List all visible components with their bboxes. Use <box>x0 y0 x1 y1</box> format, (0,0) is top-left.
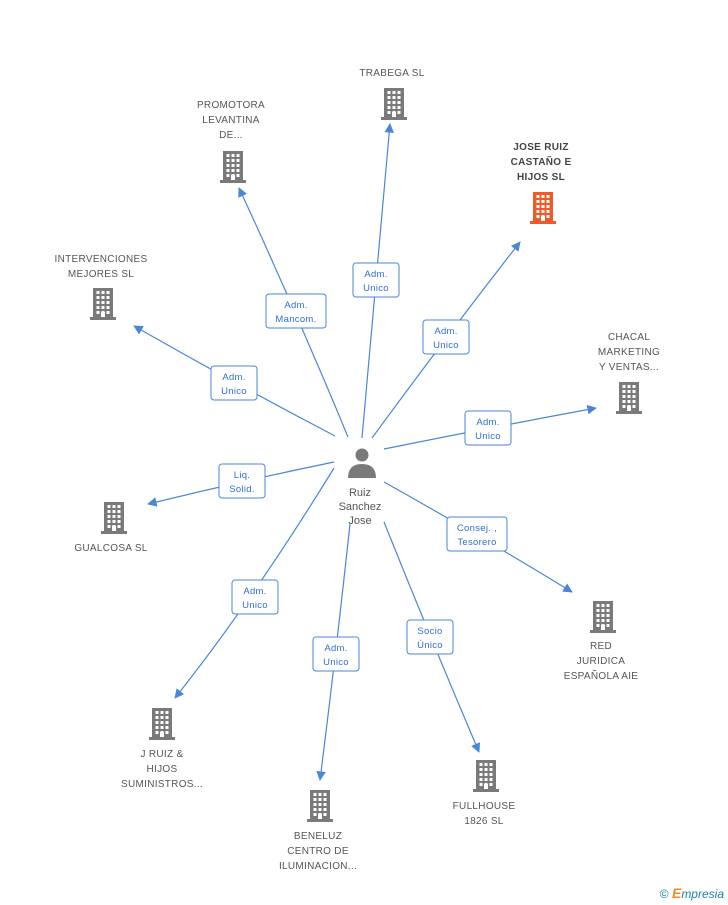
company-node-trabega[interactable]: TRABEGA SL <box>359 68 424 120</box>
company-label-line[interactable]: JOSE RUIZ <box>513 142 569 153</box>
edge-beneluz: Adm. Unico <box>312 523 360 781</box>
role-label-line: Adm. <box>222 372 245 383</box>
person-name-line[interactable]: Jose <box>348 515 371 527</box>
edge-red-juridica: Consej. , Tesorero <box>383 481 573 593</box>
building-icon[interactable] <box>381 88 407 120</box>
building-icon[interactable] <box>90 288 116 320</box>
building-icon[interactable] <box>530 192 556 224</box>
role-label: Adm. Unico <box>231 579 279 615</box>
role-label-line: Tesorero <box>457 537 496 548</box>
role-label-line: Consej. , <box>457 523 497 534</box>
company-node-jose-ruiz[interactable]: JOSE RUIZ CASTAÑO E HIJOS SL <box>511 142 572 224</box>
company-label-line[interactable]: MARKETING <box>598 347 660 358</box>
brand-footer: © Empresia <box>660 885 724 901</box>
company-label-line[interactable]: J RUIZ & <box>141 749 184 760</box>
company-label-line[interactable]: CASTAÑO E <box>511 155 572 168</box>
role-label-line: Solid. <box>229 484 255 495</box>
company-node-beneluz[interactable]: BENELUZ CENTRO DE ILUMINACION... <box>279 790 357 872</box>
building-icon[interactable] <box>101 502 127 534</box>
role-label-line: Adm. <box>243 586 266 597</box>
role-label-line: Unico <box>323 657 349 668</box>
role-label-line: Único <box>417 640 443 651</box>
role-label: Liq. Solid. <box>218 463 266 499</box>
edge-jruiz: Adm. Unico <box>174 467 335 699</box>
company-node-jruiz[interactable]: J RUIZ & HIJOS SUMINISTROS... <box>121 708 203 790</box>
role-label-line: Mancom. <box>275 314 316 325</box>
edge-gualcosa: Liq. Solid. <box>147 461 335 507</box>
role-label-line: Socio <box>417 626 442 637</box>
copyright-icon: © <box>659 887 669 901</box>
role-label-line: Unico <box>363 283 389 294</box>
company-label-line[interactable]: JURIDICA <box>577 656 626 667</box>
role-label: Consej. , Tesorero <box>446 516 508 552</box>
company-label-line[interactable]: 1826 SL <box>464 816 503 827</box>
company-node-fullhouse[interactable]: FULLHOUSE 1826 SL <box>453 760 516 827</box>
edge-chacal: Adm. Unico <box>383 404 597 450</box>
role-label: Adm. Unico <box>352 262 400 298</box>
role-label: Adm. Unico <box>312 636 360 672</box>
role-label: Adm. Mancom. <box>265 293 327 329</box>
company-label-line[interactable]: PROMOTORA <box>197 100 265 111</box>
company-label-line[interactable]: RED <box>590 641 612 652</box>
company-label-line[interactable]: CENTRO DE <box>287 846 349 857</box>
building-icon[interactable] <box>307 790 333 822</box>
role-label-line: Adm. <box>324 643 347 654</box>
company-label-line[interactable]: Y VENTAS... <box>599 362 659 373</box>
company-label-line[interactable]: ESPAÑOLA AIE <box>564 669 639 682</box>
company-label-line[interactable]: HIJOS SL <box>517 172 565 183</box>
company-label-line[interactable]: DE... <box>219 130 243 141</box>
role-label-line: Adm. <box>284 300 307 311</box>
person-name-line[interactable]: Ruiz <box>349 487 371 499</box>
building-icon[interactable] <box>220 151 246 183</box>
brand-logo-text: mpresia <box>681 887 724 901</box>
role-label-line: Adm. <box>434 326 457 337</box>
role-label: Adm. Unico <box>422 319 470 355</box>
company-node-chacal[interactable]: CHACAL MARKETING Y VENTAS... <box>598 332 660 414</box>
company-label-line[interactable]: CHACAL <box>608 332 651 343</box>
company-node-promotora[interactable]: PROMOTORA LEVANTINA DE... <box>197 100 265 183</box>
company-label-line[interactable]: MEJORES SL <box>68 269 134 280</box>
edge-promotora: Adm. Mancom. <box>238 187 349 438</box>
role-label-line: Adm. <box>476 417 499 428</box>
company-label-line[interactable]: FULLHOUSE <box>453 801 516 812</box>
role-label-line: Unico <box>433 340 459 351</box>
role-label-line: Unico <box>242 600 268 611</box>
brand-logo-e: E <box>671 885 682 901</box>
role-label: Adm. Unico <box>464 410 512 446</box>
company-label-line[interactable]: SUMINISTROS... <box>121 779 203 790</box>
company-label-line[interactable]: ILUMINACION... <box>279 861 357 872</box>
role-label-line: Liq. <box>234 470 251 481</box>
company-node-intervenciones[interactable]: INTERVENCIONES MEJORES SL <box>55 254 148 320</box>
role-label-line: Adm. <box>364 269 387 280</box>
company-node-red-juridica[interactable]: RED JURIDICA ESPAÑOLA AIE <box>564 601 639 682</box>
role-label-line: Unico <box>221 386 247 397</box>
company-node-gualcosa[interactable]: GUALCOSA SL <box>74 502 147 554</box>
edge-jose-ruiz: Adm. Unico <box>371 241 521 439</box>
company-label-line[interactable]: GUALCOSA SL <box>74 543 147 554</box>
person-icon <box>348 448 376 478</box>
company-label-line[interactable]: HIJOS <box>147 764 178 775</box>
company-label-line[interactable]: LEVANTINA <box>202 115 260 126</box>
building-icon[interactable] <box>149 708 175 740</box>
role-label: Adm. Unico <box>210 365 258 401</box>
building-icon[interactable] <box>473 760 499 792</box>
role-label-line: Unico <box>475 431 501 442</box>
building-icon[interactable] <box>616 382 642 414</box>
person-name-line[interactable]: Sanchez <box>339 501 382 513</box>
company-label-line[interactable]: TRABEGA SL <box>359 68 424 79</box>
building-icon[interactable] <box>590 601 616 633</box>
edge-intervenciones: Adm. Unico <box>133 325 336 437</box>
edge-trabega: Adm. Unico <box>352 123 400 439</box>
company-label-line[interactable]: INTERVENCIONES <box>55 254 148 265</box>
company-label-line[interactable]: BENELUZ <box>294 831 342 842</box>
